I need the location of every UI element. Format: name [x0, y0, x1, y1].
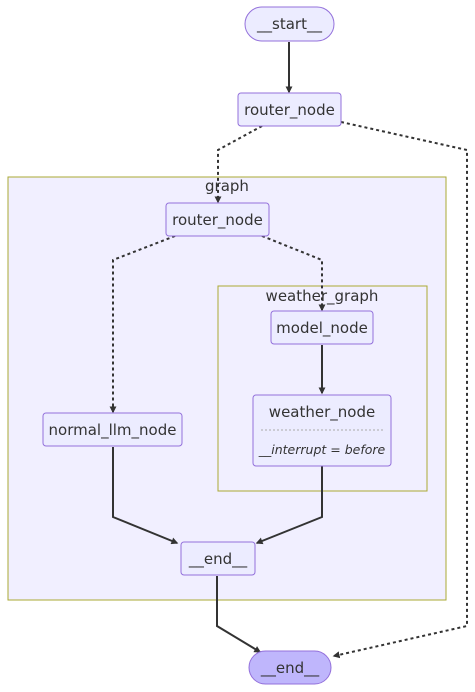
- node-router-outer[interactable]: router_node: [237, 92, 342, 127]
- node-end-inner-label: __end__: [188, 550, 248, 569]
- edge-router-to-end: [332, 121, 468, 659]
- node-router-inner[interactable]: router_node: [165, 202, 270, 237]
- node-weather-note: __interrupt = before: [258, 442, 386, 457]
- node-end-outer-label: __end__: [260, 659, 320, 678]
- edge-normal-llm-to-end: [112, 447, 179, 545]
- node-model-label: model_node: [276, 319, 368, 338]
- node-normal-llm[interactable]: normal_llm_node: [42, 412, 183, 447]
- node-router-outer-label: router_node: [244, 101, 335, 120]
- node-start[interactable]: __start__: [244, 6, 335, 42]
- cluster-weather-graph-label: weather_graph: [266, 287, 379, 306]
- node-weather-label: weather_node: [269, 403, 375, 422]
- edge-weather-to-end: [255, 466, 323, 545]
- cluster-graph-label: graph: [205, 177, 249, 195]
- node-end-outer[interactable]: __end__: [248, 650, 332, 685]
- node-start-label: __start__: [256, 15, 322, 34]
- node-router-inner-label: router_node: [172, 211, 263, 230]
- node-model[interactable]: model_node: [270, 310, 374, 345]
- node-weather[interactable]: weather_node __interrupt = before: [252, 394, 392, 467]
- edge-router-to-model: [261, 235, 326, 312]
- node-end-inner[interactable]: __end__: [180, 541, 256, 576]
- edge-router-to-normal-llm: [109, 235, 176, 414]
- node-normal-llm-label: normal_llm_node: [49, 421, 177, 440]
- edge-router-to-subgraph: [214, 125, 263, 204]
- edge-inner-end-to-outer-end: [216, 576, 262, 653]
